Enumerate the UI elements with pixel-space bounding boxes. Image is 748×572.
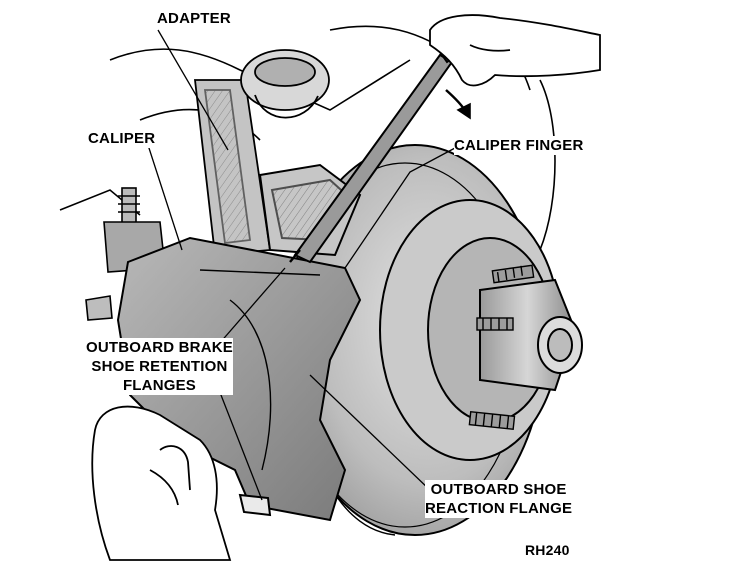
wheel-studs <box>468 264 535 431</box>
label-caliper: CALIPER <box>88 129 156 148</box>
hand-top <box>429 14 601 87</box>
direction-arrow <box>445 89 471 120</box>
label-caliper-finger: CALIPER FINGER <box>454 136 584 155</box>
figure-code: RH240 <box>525 541 570 560</box>
hand-bottom <box>91 405 232 561</box>
label-outboard-brake-line2: SHOE RETENTION <box>91 358 228 375</box>
label-outboard-brake-line1: OUTBOARD BRAKE <box>86 339 233 356</box>
label-outboard-brake-shoe-retention-flanges: OUTBOARD BRAKE SHOE RETENTION FLANGES <box>86 338 233 395</box>
label-outboard-shoe-line2: REACTION FLANGE <box>425 500 573 517</box>
label-outboard-shoe-reaction-flange: OUTBOARD SHOE REACTION FLANGE <box>425 480 573 518</box>
label-outboard-brake-line3: FLANGES <box>122 377 197 394</box>
caliper-body <box>116 163 362 522</box>
label-adapter: ADAPTER <box>157 9 231 28</box>
strut <box>193 49 330 256</box>
label-outboard-shoe-line1: OUTBOARD SHOE <box>430 481 567 498</box>
